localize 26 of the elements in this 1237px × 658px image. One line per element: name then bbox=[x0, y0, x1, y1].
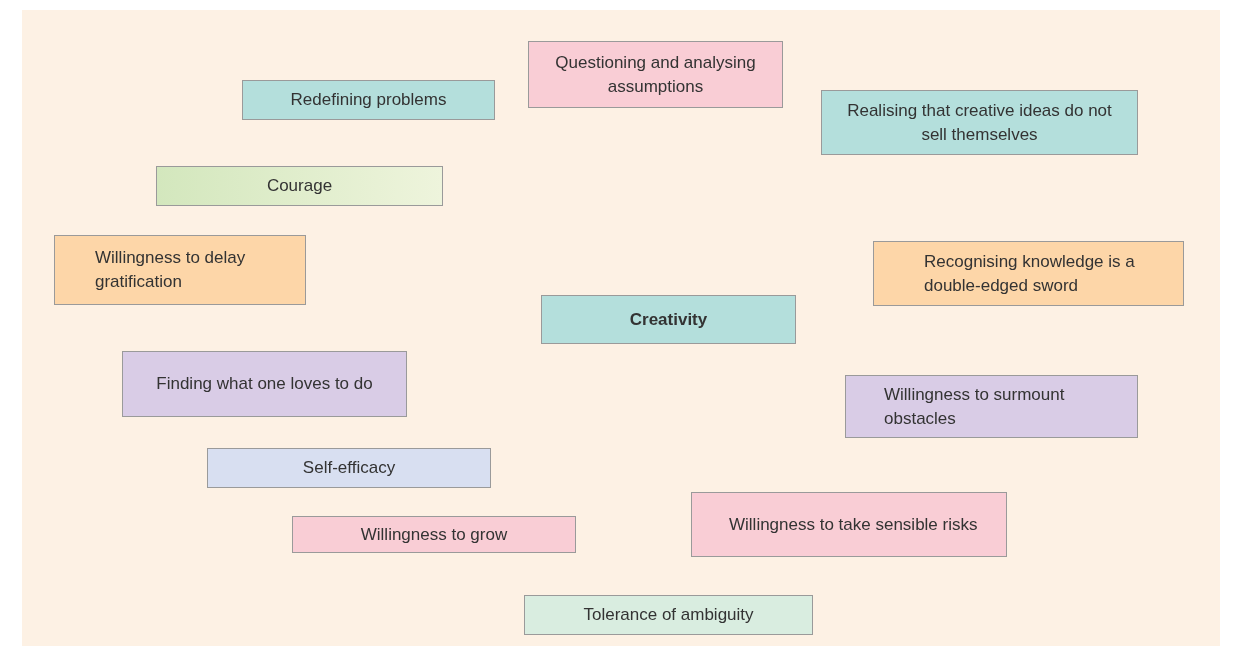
attribute-box bbox=[524, 595, 813, 635]
attribute-text: Courage bbox=[266, 175, 333, 197]
attribute-text: Creativity bbox=[629, 308, 708, 331]
attribute-box bbox=[156, 166, 443, 206]
attribute-text: Tolerance of ambiguity bbox=[583, 604, 754, 626]
attribute-box bbox=[122, 351, 407, 417]
attribute-text: Redefining problems bbox=[290, 89, 447, 111]
attribute-box bbox=[54, 235, 306, 305]
attribute-box bbox=[821, 90, 1138, 155]
attribute-text: Recognising knowledge is a double-edged sword bbox=[924, 250, 1136, 297]
attribute-text: Finding what one loves to do bbox=[156, 373, 373, 395]
attribute-text: Willingness to grow bbox=[360, 523, 508, 546]
attribute-box bbox=[845, 375, 1138, 438]
attribute-text: Willingness to delay gratification bbox=[95, 247, 247, 293]
attribute-text: Questioning and analysing assumptions bbox=[554, 51, 757, 98]
attribute-box bbox=[541, 295, 796, 344]
attribute-text: Self-efficacy bbox=[302, 457, 396, 479]
attribute-box bbox=[207, 448, 491, 488]
attribute-box bbox=[242, 80, 495, 120]
attribute-text: Willingness to take sensible risks bbox=[729, 513, 978, 536]
attribute-box bbox=[292, 516, 576, 553]
attribute-box bbox=[528, 41, 783, 108]
attribute-box bbox=[691, 492, 1007, 557]
attribute-text: Willingness to surmount obstacles bbox=[884, 383, 1066, 430]
attribute-text: Realising that creative ideas do not sell themselves bbox=[846, 99, 1113, 146]
attribute-box bbox=[873, 241, 1184, 306]
